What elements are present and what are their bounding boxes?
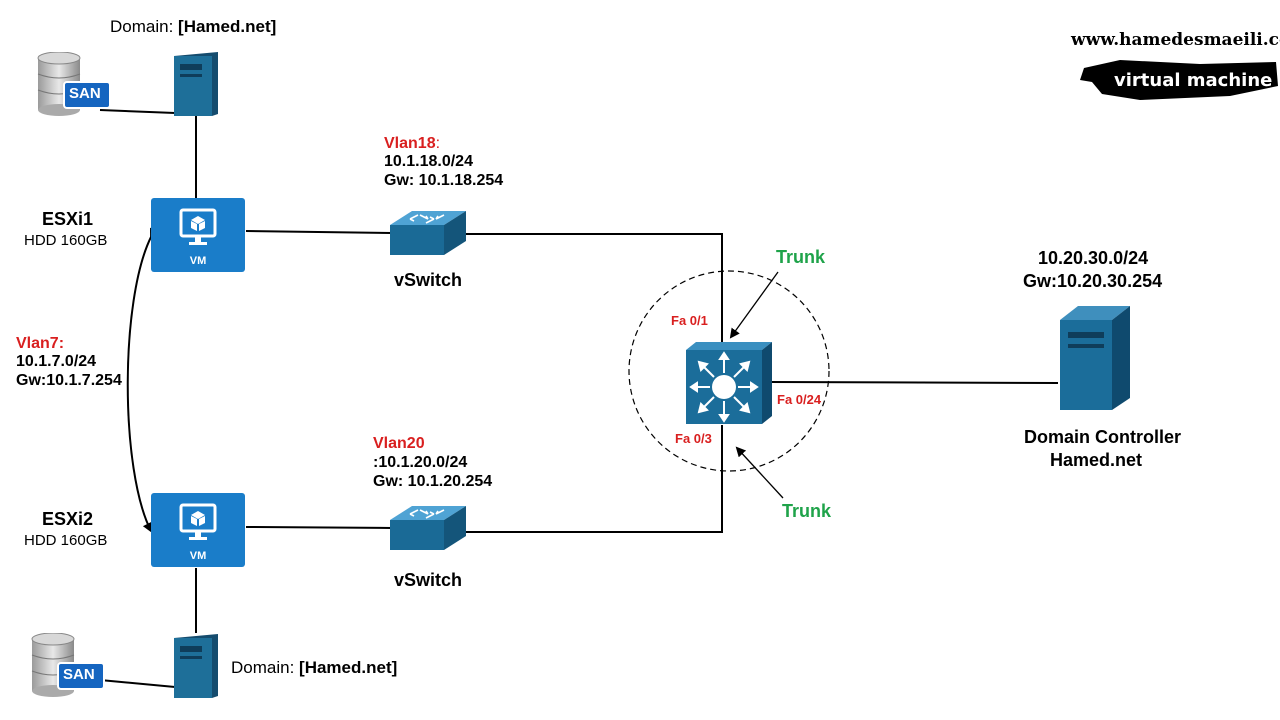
vlan7-name: Vlan7: [16, 335, 65, 352]
bottom-domain-name: [Hamed.net] [299, 658, 398, 677]
vlan18-colon: : [435, 135, 441, 152]
vswitch-top-label: vSwitch [394, 270, 463, 290]
vswitch-bottom-icon[interactable] [388, 500, 468, 560]
vswitch-top-icon[interactable] [388, 205, 468, 265]
vlan18-gateway: Gw: 10.1.18.254 [384, 172, 504, 189]
dc-domain: Hamed.net [1050, 450, 1143, 470]
vm-monitor-icon [179, 208, 217, 245]
top-domain-name: [Hamed.net] [178, 17, 277, 36]
esxi1-disk: HDD 160GB [24, 232, 108, 249]
dc-gateway: Gw:10.20.30.254 [1023, 271, 1163, 291]
bottom-server-icon[interactable] [168, 632, 220, 700]
vswitch-bottom-label: vSwitch [394, 570, 463, 590]
top-domain-label: Domain: [Hamed.net] [110, 17, 276, 37]
website-url[interactable]: www.hamedesmaeili.com [1071, 30, 1280, 50]
port-fa03: Fa 0/3 [675, 431, 712, 446]
san-storage-icon [37, 51, 111, 116]
vlan20-subnet: :10.1.20.0/24 [373, 454, 468, 471]
vlan7-gateway: Gw:10.1.7.254 [16, 372, 122, 389]
port-fa01: Fa 0/1 [671, 313, 708, 328]
dc-subnet: 10.20.30.0/24 [1038, 248, 1149, 268]
bottom-san-label: SAN [63, 666, 95, 683]
port-fa024: Fa 0/24 [777, 392, 822, 407]
top-domain-prefix: Domain: [110, 17, 179, 36]
vlan20-gateway: Gw: 10.1.20.254 [373, 473, 493, 490]
bottom-domain-label: Domain: [Hamed.net] [231, 658, 397, 678]
bottom-san-storage[interactable]: SAN [30, 632, 110, 699]
top-san-label: SAN [69, 85, 101, 102]
vm1-node[interactable]: VM [151, 198, 245, 272]
top-san-storage[interactable]: SAN [36, 51, 116, 118]
vlan7-subnet: 10.1.7.0/24 [16, 353, 97, 370]
tower-server-icon[interactable] [1056, 304, 1134, 412]
vm2-label: VM [189, 550, 207, 562]
brand-brush-banner [1080, 60, 1278, 100]
dc-title: Domain Controller [1024, 427, 1182, 447]
vlan20-name: Vlan20 [373, 435, 425, 452]
brand-tagline: virtual machine [1114, 70, 1273, 91]
vlan18-name: Vlan18 [384, 135, 436, 152]
top-server-icon[interactable] [168, 50, 220, 118]
esxi2-disk: HDD 160GB [24, 532, 108, 549]
vm-monitor-icon [179, 503, 217, 540]
esxi2-name: ESXi2 [42, 509, 94, 529]
esxi1-name: ESXi1 [42, 209, 94, 229]
vm1-label: VM [189, 255, 207, 267]
san-storage-icon [31, 632, 105, 697]
trunk-bottom-label: Trunk [782, 501, 832, 521]
vlan18-heading: Vlan18: [384, 135, 440, 153]
trunk-top-label: Trunk [776, 247, 826, 267]
vlan18-subnet: 10.1.18.0/24 [384, 153, 473, 170]
layer3-switch-icon[interactable] [684, 340, 774, 428]
vm2-node[interactable]: VM [151, 493, 245, 567]
bottom-domain-prefix: Domain: [231, 658, 300, 677]
